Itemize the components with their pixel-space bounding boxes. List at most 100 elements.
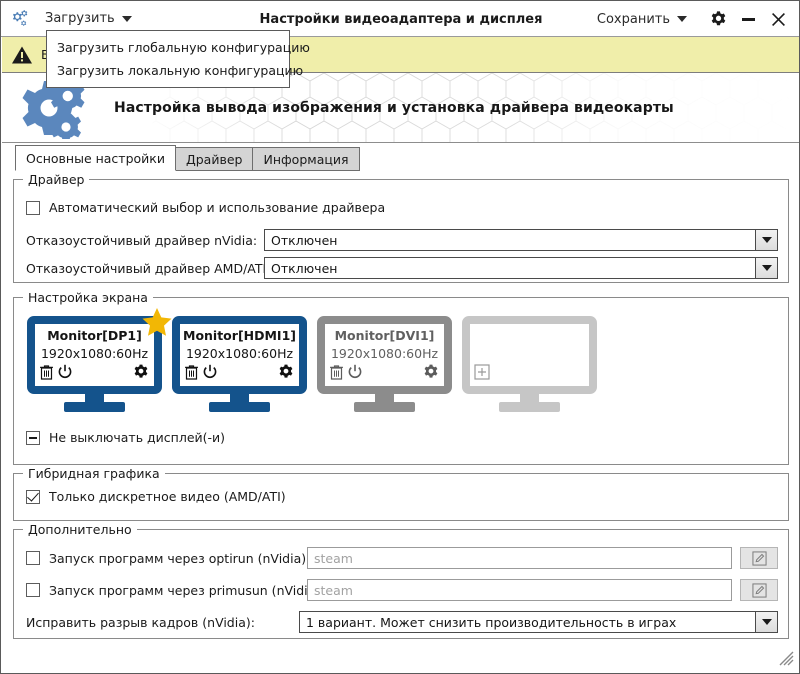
hybrid-group-legend: Гибридная графика [23,466,165,481]
settings-gear-button[interactable] [703,4,733,34]
primusun-browse-button[interactable] [740,579,778,601]
monitor-resolution: 1920x1080:60Hz [185,346,294,361]
optirun-label: Запуск программ через optirun (nVidia): [49,550,311,566]
tab-information[interactable]: Информация [252,147,360,171]
keep-displays-on-row[interactable]: Не выключать дисплей(-и) [26,430,225,445]
combo-arrow-icon[interactable] [755,230,777,250]
monitor-card-hdmi1[interactable]: Monitor[HDMI1] 1920x1080:60Hz [172,316,307,412]
tearfix-label: Исправить разрыв кадров (nVidia): [26,614,255,630]
close-button[interactable] [763,4,793,34]
monitor-card-dp1[interactable]: Monitor[DP1] 1920x1080:60Hz [27,308,172,412]
monitor-name: Monitor[DP1] [47,328,142,343]
tab-label: Драйвер [185,151,243,167]
nvidia-fallback-row: Отказоустойчивый драйвер nVidia: Отключе… [26,229,778,251]
trash-icon[interactable] [184,364,199,380]
monitor-neck [85,394,104,403]
monitor-screen: Monitor[DP1] 1920x1080:60Hz [27,316,162,394]
menu-item-load-global[interactable]: Загрузить глобальную конфигурацию [47,36,310,59]
primary-monitor-star-icon [142,308,172,336]
resize-grip-icon[interactable] [778,650,794,669]
tab-driver[interactable]: Драйвер [174,147,254,171]
primusun-placeholder: steam [314,582,353,598]
optirun-placeholder: steam [314,550,353,566]
power-icon[interactable] [57,364,73,380]
monitor-screen: Monitor[DVI1] 1920x1080:60Hz [317,316,452,394]
discrete-only-row[interactable]: Только дискретное видео (AMD/ATI) [26,489,286,504]
gear-icon [711,10,725,25]
monitor-name: Monitor[HDMI1] [183,328,296,343]
banner-title: Настройка вывода изображения и установка… [114,99,674,116]
combo-arrow-icon[interactable] [755,258,777,278]
plus-box-icon[interactable] [474,364,490,380]
chevron-down-icon [121,15,132,22]
monitor-screen [462,316,597,394]
monitor-actions [474,364,584,380]
driver-group: Драйвер Автоматический выбор и использов… [13,172,789,283]
power-icon[interactable] [202,364,218,380]
auto-driver-checkbox-row[interactable]: Автоматический выбор и использование дра… [26,200,385,215]
minimize-icon [741,17,755,21]
primusun-row: Запуск программ через primusun (nVidia):… [26,579,778,601]
amd-fallback-value: Отключен [271,260,338,276]
title-bar-right-controls: Сохранить [591,1,799,37]
warning-triangle-icon [12,46,32,63]
extra-group-legend: Дополнительно [23,522,137,537]
nvidia-fallback-combo[interactable]: Отключен [264,229,778,251]
banner-gears-icon [20,77,100,142]
tab-bar: Основные настройки Драйвер Информация [15,145,360,171]
amd-fallback-combo[interactable]: Отключен [264,257,778,279]
tearfix-row: Исправить разрыв кадров (nVidia): 1 вари… [26,611,778,633]
nvidia-fallback-label: Отказоустойчивый драйвер nVidia: [26,232,258,248]
load-dropdown-menu: Загрузить глобальную конфигурацию Загруз… [46,30,310,88]
monitor-resolution: 1920x1080:60Hz [330,346,439,361]
keep-displays-on-label: Не выключать дисплей(-и) [49,430,226,445]
monitor-actions [184,364,294,380]
power-icon[interactable] [347,364,363,380]
monitor-card-dvi1[interactable]: Monitor[DVI1] 1920x1080:60Hz [317,316,452,412]
tab-label: Информация [263,151,349,167]
tab-label: Основные настройки [26,150,165,166]
nvidia-fallback-value: Отключен [271,232,338,248]
monitor-neck [520,394,539,403]
combo-arrow-icon[interactable] [755,612,777,632]
auto-driver-checkbox[interactable] [26,200,40,215]
amd-fallback-label: Отказоустойчивый драйвер AMD/ATI: [26,260,271,276]
monitor-actions [329,364,439,380]
optirun-input[interactable]: steam [307,547,732,569]
tearfix-combo[interactable]: 1 вариант. Может снизить производительно… [299,611,778,633]
monitor-name: Monitor[DVI1] [334,328,435,343]
edit-pencil-icon [751,582,767,598]
menu-item-load-local[interactable]: Загрузить локальную конфигурацию [47,59,303,82]
trash-icon[interactable] [329,364,344,380]
monitor-base [209,402,270,412]
monitor-actions [39,364,149,380]
gear-icon[interactable] [133,364,149,380]
gear-icon[interactable] [278,364,294,380]
keep-displays-on-checkbox[interactable] [26,430,40,445]
save-menu-button[interactable]: Сохранить [591,9,693,30]
trash-icon[interactable] [39,364,54,380]
monitor-base [354,402,415,412]
gear-icon[interactable] [423,364,439,380]
monitor-resolution: 1920x1080:60Hz [40,346,149,361]
save-menu-label: Сохранить [596,11,670,27]
chevron-down-icon [677,16,687,22]
monitor-neck [375,394,394,403]
primusun-checkbox[interactable] [26,583,40,597]
amd-fallback-row: Отказоустойчивый драйвер AMD/ATI: Отключ… [26,257,778,279]
menu-item-label: Загрузить глобальную конфигурацию [57,40,310,55]
screen-setup-group: Настройка экрана Monitor[DP1] 1920x1080:… [13,290,789,465]
optirun-browse-button[interactable] [740,547,778,569]
load-menu-button[interactable]: Загрузить [39,8,138,29]
minimize-button[interactable] [733,4,763,34]
tab-main-settings[interactable]: Основные настройки [15,145,176,171]
discrete-only-checkbox[interactable] [26,489,40,504]
monitor-card-add-slot[interactable] [462,316,597,412]
close-icon [771,12,785,26]
primusun-input[interactable]: steam [307,579,732,601]
tearfix-value: 1 вариант. Может снизить производительно… [306,614,677,630]
monitor-neck [230,394,249,403]
app-gears-icon [1,9,39,29]
optirun-checkbox[interactable] [26,551,40,565]
